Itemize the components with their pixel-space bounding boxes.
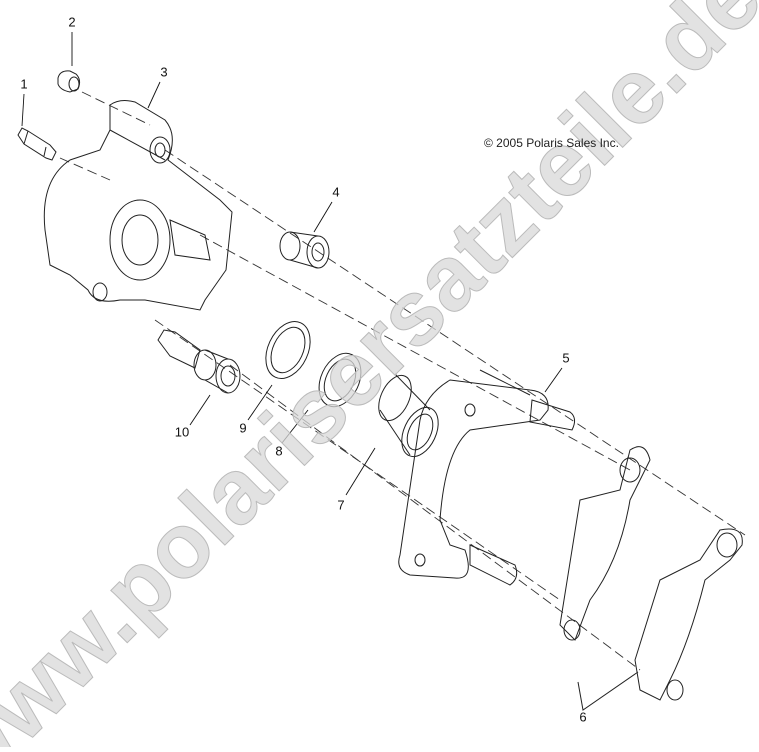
callout-1: 1	[20, 76, 28, 92]
callout-8: 8	[275, 443, 283, 459]
part-5-caliper-bracket	[398, 369, 576, 586]
part-10-slide-pin	[157, 329, 241, 394]
callout-3: 3	[160, 64, 168, 80]
part-4-pin-boot	[279, 231, 330, 269]
part-7-piston	[378, 373, 439, 458]
callout-10: 10	[174, 424, 190, 440]
copyright-notice: © 2005 Polaris Sales Inc.	[484, 136, 619, 150]
part-2-bleeder-cap	[57, 70, 81, 93]
callout-5: 5	[562, 350, 570, 366]
assembly-axis-lines	[59, 91, 746, 671]
part-8-piston-seal	[318, 352, 362, 408]
part-3-caliper-body	[43, 100, 233, 311]
callout-9: 9	[239, 420, 247, 436]
callout-2: 2	[68, 14, 76, 30]
part-6-brake-pads	[559, 446, 743, 711]
callout-7: 7	[337, 497, 345, 513]
leader-lines	[21, 32, 563, 496]
part-9-dust-seal	[265, 321, 311, 379]
callout-6: 6	[579, 709, 587, 725]
part-1-bleeder-screw	[17, 127, 57, 161]
callout-4: 4	[332, 184, 340, 200]
